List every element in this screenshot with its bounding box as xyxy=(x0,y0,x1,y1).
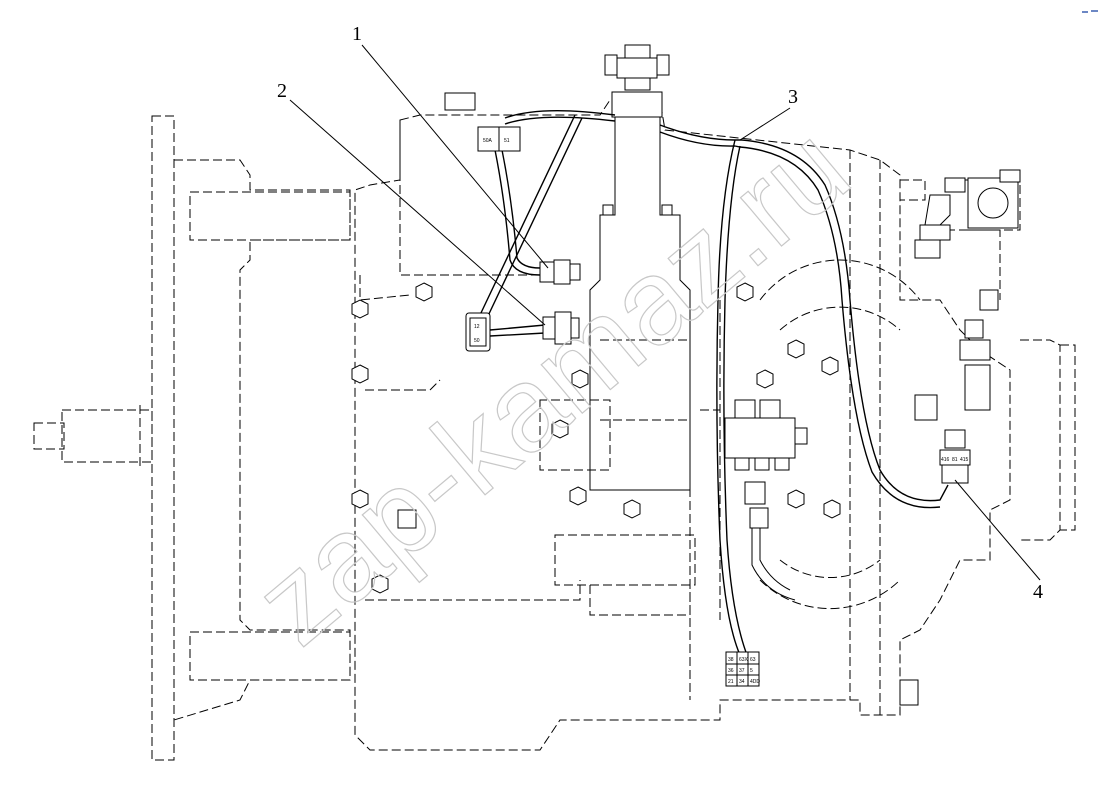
bolt xyxy=(736,282,754,302)
connector-right: 416 81 415 xyxy=(941,457,969,463)
bolt xyxy=(569,486,587,506)
bolt xyxy=(415,282,433,302)
bolt xyxy=(787,489,805,509)
connector-bottom-center: 38 63X 63 36 37 5 21 34 4DD xyxy=(725,651,760,687)
pin-label: 50 xyxy=(474,338,480,344)
bolt xyxy=(351,364,369,384)
pin-label: 21 xyxy=(728,679,734,685)
pin-label: 63 xyxy=(750,657,756,663)
pin-label: 12 xyxy=(474,324,480,330)
bolt xyxy=(351,299,369,319)
pin-label: 38 xyxy=(728,657,734,663)
connector-top-left: 50A 51 xyxy=(477,126,521,152)
pin-label: 51 xyxy=(504,138,510,144)
bolt xyxy=(551,419,569,439)
pin-label: 4DD xyxy=(750,679,760,685)
leader-lines xyxy=(289,44,1041,581)
callout-4: 4 xyxy=(1033,581,1043,603)
pin-label: 416 xyxy=(941,457,950,463)
bolts xyxy=(351,92,919,706)
bolt xyxy=(823,499,841,519)
watermark: zap-kamaz.ru xyxy=(231,100,874,670)
wire-harness xyxy=(479,109,949,656)
connector-side-left: 12 50 xyxy=(465,312,491,352)
pin-label: 5 xyxy=(750,668,753,674)
bolt xyxy=(571,369,589,389)
corner-mark xyxy=(1082,10,1098,13)
pin-label: 36 xyxy=(728,668,734,674)
callout-1: 1 xyxy=(352,23,362,45)
sensor-1 xyxy=(539,259,581,285)
bolt xyxy=(351,489,369,509)
bolt xyxy=(756,369,774,389)
pin-label: 81 xyxy=(952,457,958,463)
pin-label: 50A xyxy=(483,138,493,144)
clutch-housing xyxy=(33,115,351,761)
pin-label: 34 xyxy=(739,679,745,685)
bolt xyxy=(821,356,839,376)
pin-label: 415 xyxy=(960,457,969,463)
pin-label: 37 xyxy=(739,668,745,674)
callout-2: 2 xyxy=(277,80,287,102)
callout-3: 3 xyxy=(788,86,798,108)
valve-block xyxy=(724,399,808,601)
air-valves xyxy=(914,169,1021,484)
pin-label: 63X xyxy=(739,657,749,663)
bolt xyxy=(371,574,389,594)
bolt xyxy=(787,339,805,359)
shift-tower xyxy=(589,44,691,491)
sensor-2 xyxy=(542,311,580,345)
callouts: 1 2 3 4 xyxy=(277,23,1043,603)
bolt xyxy=(623,499,641,519)
